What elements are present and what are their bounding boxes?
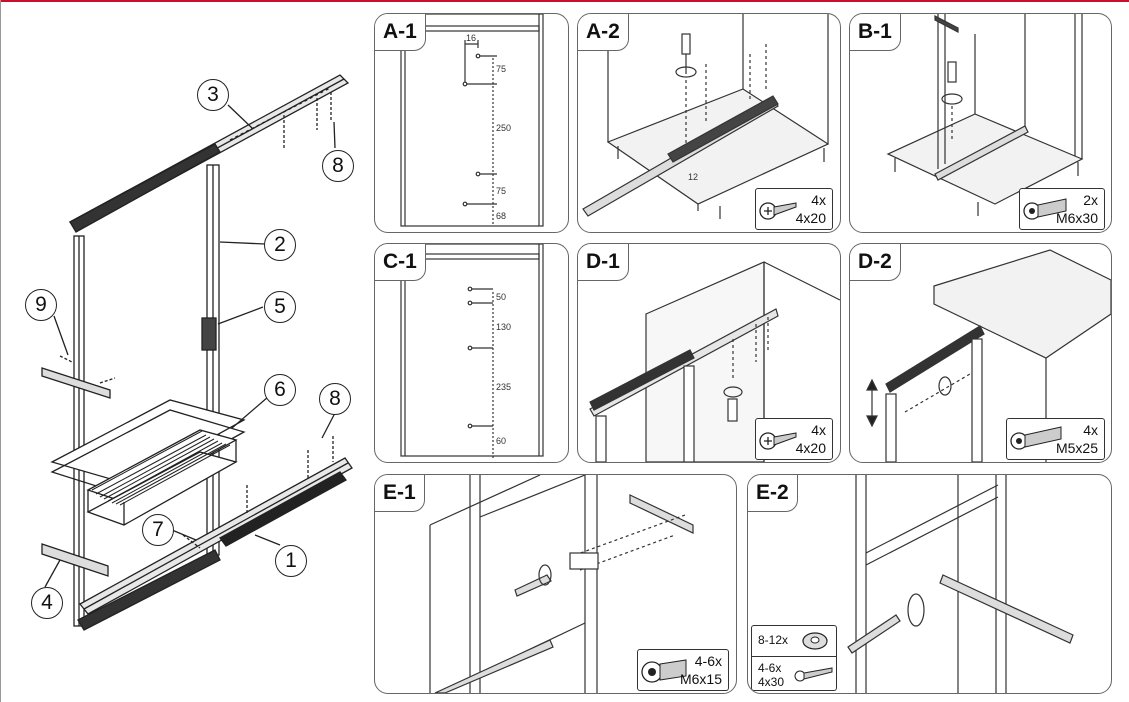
panel-e2-drawing (847, 475, 1074, 693)
screw-qty-box-a2: 4x 4x20 (755, 188, 833, 230)
dim-c1-60: 60 (496, 436, 507, 446)
screw-qty-box-e1: 4-6x M6x15 (637, 649, 729, 691)
fitting-qty-box-e2: 8-12x 4-6x 4x30 (751, 625, 837, 691)
machine-screw-icon (641, 659, 687, 683)
exploded-view-drawing (41, 74, 353, 631)
panel-e1: E-1 4-6x M6x15 (374, 474, 737, 694)
screw-qty-box-b1: 2x M6x30 (1019, 188, 1105, 230)
callout-8-bottom: 8 (319, 383, 351, 415)
size-e2-screw: 4x30 (758, 675, 785, 689)
panel-tab-b1: B-1 (850, 14, 901, 51)
panel-tab-c1: C-1 (375, 244, 426, 281)
size-d2: M5x25 (1055, 440, 1098, 456)
callout-2: 2 (264, 229, 296, 261)
machine-screw-icon (1010, 426, 1062, 450)
panel-d2: D-2 4x M5x25 (849, 243, 1112, 463)
panel-c1: C-1 50 130 235 60 (374, 243, 569, 463)
wood-screw-icon (759, 432, 797, 450)
qty-d2: 4x (1083, 422, 1098, 438)
size-d1: 4x20 (795, 440, 826, 456)
callout-6: 6 (264, 374, 296, 406)
callout-8-top: 8 (322, 150, 354, 182)
wood-screw-icon (759, 202, 797, 220)
qty-e1: 4-6x (694, 653, 722, 669)
dim-a1-68: 68 (496, 211, 507, 221)
qty-e2-washer: 8-12x (758, 633, 789, 647)
washer-icon (802, 632, 828, 650)
panel-e2: E-2 8-12x 4-6x 4x30 (747, 474, 1112, 694)
top-accent-bar (0, 0, 1129, 2)
callout-9: 9 (25, 289, 57, 321)
page-edge (0, 0, 1, 702)
panel-tab-a1: A-1 (375, 14, 426, 51)
panel-b1: B-1 2x M6x30 (849, 13, 1112, 233)
machine-screw-icon (1023, 198, 1067, 220)
panel-d1-drawing (589, 261, 840, 462)
panel-tab-d2: D-2 (850, 244, 901, 281)
size-a2: 4x20 (795, 210, 826, 226)
panel-tab-e1: E-1 (375, 475, 425, 512)
panel-a2-drawing (582, 14, 830, 219)
panel-d2-drawing (866, 249, 1111, 462)
size-e1: M6x15 (679, 671, 722, 687)
dim-a1-75-bottom: 75 (496, 186, 507, 196)
callout-3: 3 (197, 79, 229, 111)
dim-c1-235: 235 (496, 382, 512, 392)
panel-tab-e2: E-2 (748, 475, 798, 512)
dim-a2-12: 12 (688, 172, 699, 182)
panel-tab-a2: A-2 (578, 14, 629, 51)
dim-a1-75-top: 75 (496, 64, 507, 74)
callout-1: 1 (275, 545, 307, 577)
panel-b1-drawing (886, 14, 1084, 216)
callout-7: 7 (142, 514, 174, 546)
panel-a1: A-1 16 75 250 75 68 (374, 13, 569, 233)
size-b1: M6x30 (1055, 210, 1098, 226)
qty-d1: 4x (811, 422, 826, 438)
qty-a2: 4x (811, 192, 826, 208)
panel-tab-d1: D-1 (578, 244, 629, 281)
callout-5: 5 (264, 291, 296, 323)
wood-screw-icon (794, 667, 833, 682)
panel-a2: A-2 12 4x 4x20 (577, 13, 841, 233)
exploded-view: 3 8 2 9 5 6 8 7 1 4 (0, 0, 370, 702)
dim-c1-50: 50 (496, 292, 507, 302)
callout-4: 4 (31, 587, 63, 619)
qty-e2-screw: 4-6x (758, 661, 782, 675)
screw-qty-box-d1: 4x 4x20 (755, 418, 833, 460)
screw-qty-box-d2: 4x M5x25 (1006, 418, 1105, 460)
dim-a1-16: 16 (466, 33, 477, 43)
dim-a1-250: 250 (496, 123, 512, 133)
panel-d1: D-1 4x 4x20 (577, 243, 841, 463)
qty-b1: 2x (1083, 192, 1098, 208)
divider (752, 656, 836, 657)
panel-e1-drawing (429, 475, 694, 693)
dim-c1-130: 130 (496, 322, 512, 332)
